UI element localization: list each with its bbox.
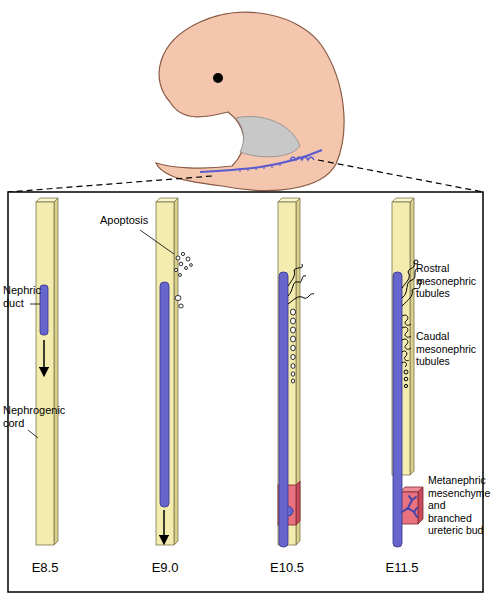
ureteric-bud bbox=[288, 506, 293, 516]
metanephric-mesenchyme bbox=[400, 487, 423, 524]
zoom-line bbox=[8, 176, 212, 192]
apoptotic-cells bbox=[174, 252, 192, 276]
zoom-line bbox=[318, 160, 483, 192]
leader-line bbox=[140, 230, 174, 254]
stage-label: E9.0 bbox=[135, 560, 195, 576]
leader-line bbox=[28, 430, 38, 438]
nephrogenic-cord bbox=[156, 198, 178, 545]
structure-label: Metanephric mesenchyme and branched uret… bbox=[428, 474, 488, 537]
structure-label: Nephric duct bbox=[3, 284, 43, 310]
structure-label: Caudal mesonephric tubules bbox=[416, 330, 484, 368]
process-label: Apoptosis bbox=[100, 214, 180, 227]
stage-label: E10.5 bbox=[257, 560, 317, 576]
structure-label: Nephrogenic cord bbox=[3, 404, 35, 430]
extension-arrow bbox=[163, 510, 165, 540]
embryo-body bbox=[156, 12, 344, 190]
stage-label: E8.5 bbox=[15, 560, 75, 576]
nephric-duct bbox=[279, 272, 288, 547]
extension-arrow bbox=[43, 340, 45, 372]
caudal-tubules bbox=[291, 309, 296, 383]
tubule-rudiment bbox=[175, 296, 181, 301]
embryo bbox=[156, 12, 344, 190]
branched-ureteric-bud bbox=[402, 496, 417, 517]
embryo-duct bbox=[200, 150, 322, 172]
embryo-tubules bbox=[290, 157, 314, 160]
tubule-rudiment bbox=[179, 304, 183, 308]
nephric-duct bbox=[40, 285, 48, 335]
structure-label: Rostral mesonephric tubules bbox=[416, 262, 484, 300]
nephric-duct bbox=[393, 272, 402, 547]
stage-label: E11.5 bbox=[372, 560, 432, 576]
nephrogenic-cord bbox=[36, 198, 58, 545]
inset-frame bbox=[8, 192, 483, 592]
embryo-eye bbox=[213, 73, 223, 83]
embryo-heart bbox=[236, 116, 300, 156]
leader-line bbox=[30, 304, 40, 305]
caudal-tubules bbox=[402, 315, 411, 388]
rostral-tubules bbox=[288, 264, 314, 304]
embryo-tubules bbox=[240, 163, 280, 172]
nephric-duct bbox=[160, 282, 169, 507]
